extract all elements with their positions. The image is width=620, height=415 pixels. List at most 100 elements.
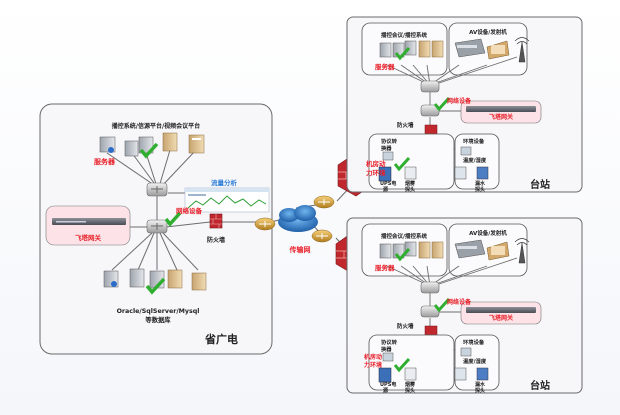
ups-icon: [378, 367, 392, 383]
station-firewall-label: 防火墙: [397, 322, 414, 330]
router-icon: [311, 229, 333, 243]
station-firewall-icon: [424, 325, 438, 337]
pc-icon: [99, 136, 116, 153]
gateway-label: 飞塔网关: [75, 233, 102, 242]
antenna-icon: [518, 41, 526, 63]
av-devices: [454, 238, 530, 264]
server-icon: [162, 132, 178, 152]
traffic-analysis-label: 流量分析: [211, 178, 238, 187]
traffic-chart-thumbnail: [184, 187, 270, 213]
check-mark-icon: [139, 142, 159, 159]
server-icon: [418, 40, 431, 58]
db-label-2: 等数据库: [144, 315, 171, 324]
platform-label: 播控系统/信源平台/视频会议平台: [112, 122, 200, 130]
av-devices: [454, 37, 530, 63]
ups-label-2: 源: [383, 186, 388, 193]
water-label-2: 探头: [475, 387, 485, 394]
env-device-icon: [460, 146, 472, 156]
temp-sensor-icon: [454, 367, 467, 381]
smoke-label: 烟雾: [405, 381, 416, 388]
station-title: 台站: [530, 379, 550, 392]
router-icon: [254, 217, 276, 231]
protocol-label: 协议转: [381, 137, 398, 145]
ups-label: UPS电: [380, 180, 396, 187]
water-sensor-icon: [476, 166, 489, 180]
station-room-env-label: 机房动: [364, 353, 382, 361]
smoke-label-2: 探头: [405, 387, 415, 394]
server-icon: [431, 241, 444, 259]
room-env-label-2: 力环境: [366, 168, 386, 177]
check-mark-icon: [393, 156, 411, 172]
station-server-label: 服务器: [375, 62, 395, 71]
server-icon: [167, 269, 183, 289]
station-firewall-label: 防火墙: [397, 121, 414, 129]
station-title: 台站: [530, 178, 550, 191]
database-servers: [103, 268, 207, 295]
server-label: 服务器: [94, 157, 116, 166]
broadcast-label: 播控会议/播控系统: [381, 232, 428, 240]
check-mark-icon: [164, 211, 182, 227]
temp-label: 温度/湿度: [463, 357, 487, 365]
pc-icon: [124, 140, 139, 157]
protocol-converter-icon: [382, 352, 394, 362]
pc-icon: [379, 42, 392, 58]
smoke-label: 烟雾: [405, 180, 416, 187]
station-switch-icon: [420, 80, 440, 93]
server-icon: [188, 134, 205, 154]
check-mark-icon: [394, 247, 411, 262]
firewall-label: 防火墙: [207, 236, 225, 244]
server-icon: [431, 40, 444, 58]
broadcast-devices: [379, 40, 444, 61]
firewall-icon: [209, 213, 223, 229]
transport-label: 传输网: [289, 245, 311, 254]
broadcast-group: [361, 223, 448, 277]
station-server-label: 服务器: [375, 263, 395, 272]
av-label: AV设备/发射机: [469, 229, 507, 237]
env-device-label: 环境设备: [463, 338, 485, 346]
env-device-icon: [460, 347, 472, 357]
transport-cloud-icon: [278, 205, 318, 232]
station-room-env-label-2: 力环境: [364, 361, 382, 369]
station-gateway-label: 飞塔网关: [489, 314, 513, 322]
pc-icon: [138, 136, 154, 154]
router-icon: [313, 195, 335, 209]
pc-icon: [129, 268, 145, 288]
pc-icon: [103, 270, 119, 288]
pc-icon: [404, 40, 417, 56]
pc-icon: [404, 241, 417, 257]
station-gateway-label: 飞塔网关: [489, 113, 513, 121]
check-mark-icon: [145, 277, 166, 295]
smoke-detector-icon: [404, 367, 417, 381]
water-label-2: 探头: [475, 186, 485, 193]
protocol-converter-icon: [382, 151, 394, 161]
check-mark-icon: [433, 96, 451, 112]
protocol-label-2: 换器: [381, 345, 392, 353]
room-env-label: 机房动: [366, 159, 386, 168]
station-net-device-label: 网络设备: [447, 97, 472, 105]
temp-sensor-icon: [454, 166, 467, 180]
water-label: 漏水: [475, 381, 486, 388]
gateway-device-icon: [466, 106, 536, 112]
env-device-label: 环境设备: [463, 137, 485, 145]
net-device-label: 网络设备: [176, 206, 203, 215]
temp-label: 温度/湿度: [463, 156, 487, 164]
gateway-box: [45, 205, 131, 246]
server-icon: [191, 272, 207, 291]
av-label: AV设备/发射机: [469, 28, 507, 36]
check-mark-icon: [393, 357, 411, 373]
db-label: Oracle/SqlServer/Mysql: [117, 308, 200, 315]
smoke-label-2: 探头: [405, 186, 415, 193]
protocol-label-2: 换器: [381, 144, 392, 152]
platform-servers: [99, 132, 205, 159]
broadcast-label: 播控会议/播控系统: [381, 31, 428, 39]
station-switch-icon: [420, 281, 440, 294]
water-sensor-icon: [476, 367, 489, 381]
broadcast-group: [361, 22, 448, 76]
station-net-device-label: 网络设备: [447, 298, 472, 306]
pc-icon: [379, 243, 392, 259]
server-icon: [418, 241, 431, 259]
check-mark-icon: [433, 297, 451, 313]
province-title: 省广电: [204, 332, 238, 346]
station-firewall-icon: [424, 124, 438, 136]
